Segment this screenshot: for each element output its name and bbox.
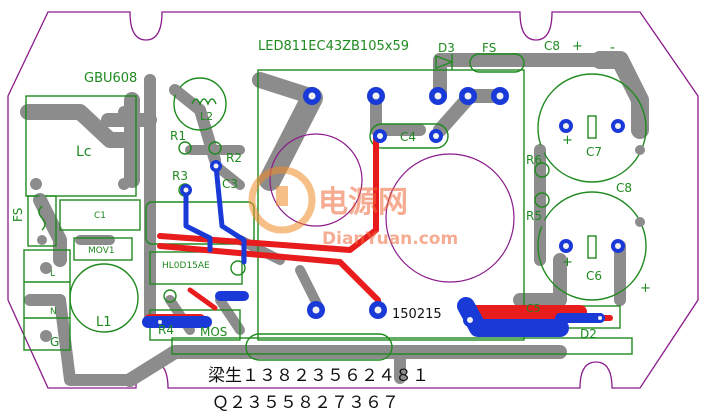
pad bbox=[491, 87, 509, 105]
pad bbox=[155, 317, 165, 327]
contact-qq: Ｑ２３５５８２７３６７ bbox=[212, 393, 399, 413]
c4-outline bbox=[369, 123, 449, 149]
l1-inductor-outline bbox=[69, 263, 139, 333]
transformer-core-right bbox=[385, 153, 515, 283]
label-plus-c7: + bbox=[562, 133, 573, 148]
label-c6: C6 bbox=[586, 269, 602, 283]
label-fs-top: FS bbox=[482, 41, 496, 55]
c7-capacitor-outline bbox=[537, 73, 647, 183]
label-r6: R6 bbox=[526, 153, 542, 167]
pad bbox=[373, 129, 387, 143]
plug-logo-icon bbox=[248, 166, 316, 234]
label-fs-left: FS bbox=[11, 208, 25, 222]
label-l2: L2 bbox=[200, 110, 213, 123]
pad bbox=[595, 313, 605, 323]
pad bbox=[463, 313, 477, 327]
label-pin-g: G bbox=[50, 335, 59, 349]
pad bbox=[369, 301, 387, 319]
label-c8-top: C8 bbox=[544, 39, 560, 53]
label-c5: C5 bbox=[526, 302, 541, 315]
d3-symbol bbox=[435, 54, 454, 70]
pad bbox=[559, 239, 573, 253]
label-mos: MOS bbox=[200, 325, 227, 339]
label-c1: C1 bbox=[94, 211, 106, 221]
r5-outline bbox=[534, 192, 550, 208]
pad bbox=[459, 87, 477, 105]
pad bbox=[367, 87, 385, 105]
c6-capacitor-outline bbox=[537, 191, 647, 301]
c1-outline bbox=[59, 199, 141, 231]
gray-copper-layer bbox=[20, 51, 649, 387]
label-plus-right: + bbox=[640, 281, 651, 296]
watermark-cn: 电源网 bbox=[318, 185, 408, 220]
bottom-strip-outline bbox=[171, 337, 633, 355]
mov1-outline bbox=[73, 237, 133, 261]
label-mov1: MOV1 bbox=[88, 246, 115, 256]
label-d3: D3 bbox=[438, 41, 455, 55]
board-title: LED811EC43ZB105x59 bbox=[258, 39, 409, 54]
label-r1: R1 bbox=[170, 129, 186, 143]
pad bbox=[611, 119, 625, 133]
pad bbox=[611, 239, 625, 253]
r6-outline bbox=[534, 162, 550, 178]
label-gbu608: GBU608 bbox=[84, 71, 137, 86]
label-c4: C4 bbox=[400, 130, 416, 144]
main-transformer-outline bbox=[257, 69, 525, 341]
label-r4: R4 bbox=[158, 323, 174, 337]
bottom-capsule-outline bbox=[245, 333, 393, 361]
label-c7: C7 bbox=[586, 145, 602, 159]
pad bbox=[180, 184, 192, 196]
label-minus-top: - bbox=[610, 40, 615, 56]
q-mosfet-outline bbox=[145, 201, 255, 245]
pad bbox=[429, 129, 443, 143]
dianyuan-watermark: 电源网 DianYuan.com bbox=[248, 166, 458, 249]
pad bbox=[429, 87, 447, 105]
pad bbox=[559, 119, 573, 133]
label-r3: R3 bbox=[172, 169, 188, 183]
label-plus-c6: + bbox=[562, 255, 573, 270]
label-d2: D2 bbox=[580, 327, 597, 341]
label-l1: L1 bbox=[96, 315, 112, 330]
label-c8-mid: C8 bbox=[616, 181, 632, 195]
label-r2: R2 bbox=[226, 151, 242, 165]
label-pin-n: N bbox=[50, 307, 57, 317]
label-pin-l: L bbox=[50, 269, 55, 279]
label-r5: R5 bbox=[526, 209, 542, 223]
silkscreen-layer bbox=[23, 53, 647, 361]
pad bbox=[210, 160, 222, 172]
silkscreen-labels: LED811EC43ZB105x59 GBU608 Lc FS C1 MOV1 … bbox=[11, 39, 651, 349]
label-c3: C3 bbox=[222, 177, 238, 191]
pad bbox=[303, 87, 321, 105]
through-holes-layer bbox=[30, 74, 645, 383]
l2-inductor-outline bbox=[173, 77, 227, 131]
label-plus-top: + bbox=[572, 39, 583, 54]
board-code: 150215 bbox=[392, 307, 442, 322]
fs-top-outline bbox=[469, 53, 525, 73]
pad bbox=[307, 301, 325, 319]
transformer-core-left bbox=[269, 133, 363, 227]
lc-inductor-outline bbox=[25, 95, 137, 197]
pads-layer bbox=[155, 87, 625, 327]
watermark-en: DianYuan.com bbox=[322, 229, 458, 249]
label-ic: HL0D15AE bbox=[162, 261, 210, 271]
contact-phone: 梁生１３８２３５６２４８１ bbox=[208, 366, 429, 386]
label-lc: Lc bbox=[76, 144, 92, 160]
